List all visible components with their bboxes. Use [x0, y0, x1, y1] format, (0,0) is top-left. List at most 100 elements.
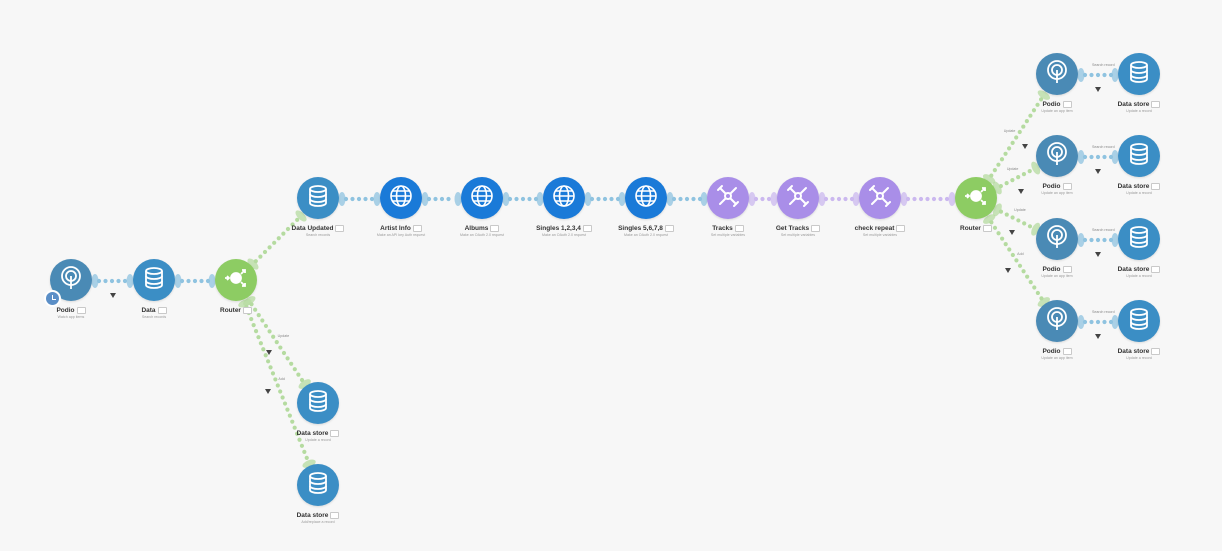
connection-line[interactable] [900, 192, 956, 206]
note-icon[interactable] [896, 225, 906, 232]
connection-line[interactable] [991, 202, 1042, 237]
connection-handle[interactable] [1111, 233, 1119, 247]
connection-line[interactable] [246, 209, 309, 272]
filter-icon[interactable] [1095, 252, 1101, 257]
connection-handle[interactable] [981, 212, 997, 226]
connection-handle[interactable] [618, 192, 626, 206]
filter-label[interactable]: Search record [1092, 63, 1115, 67]
connection-line[interactable] [666, 192, 708, 206]
note-icon[interactable] [1062, 183, 1072, 190]
module-bubble[interactable] [859, 177, 901, 219]
connection-line[interactable] [1077, 150, 1119, 164]
connection-line[interactable] [818, 192, 860, 206]
connection-handle[interactable] [126, 274, 134, 288]
note-icon[interactable] [664, 225, 674, 232]
connection-handle[interactable] [900, 192, 908, 206]
connection-handle[interactable] [666, 192, 674, 206]
filter-label[interactable]: Update [1003, 128, 1016, 133]
filter-icon[interactable] [109, 293, 116, 298]
connection-handle[interactable] [818, 192, 826, 206]
module-bubble[interactable] [707, 177, 749, 219]
filter-label[interactable]: Update [1006, 166, 1019, 171]
connection-handle[interactable] [421, 192, 429, 206]
filter-icon[interactable] [1005, 267, 1012, 273]
connection-line[interactable] [981, 212, 1051, 308]
module-bubble[interactable] [215, 259, 257, 301]
note-icon[interactable] [582, 225, 592, 232]
filter-icon[interactable] [1095, 169, 1101, 174]
module-bubble[interactable] [297, 382, 339, 424]
note-icon[interactable] [490, 225, 500, 232]
connection-handle[interactable] [948, 192, 956, 206]
connection-line[interactable] [991, 160, 1042, 196]
filter-label[interactable]: Search record [1092, 228, 1115, 232]
note-icon[interactable] [242, 307, 252, 314]
module-bubble[interactable] [1118, 135, 1160, 177]
filter-icon[interactable] [1018, 188, 1025, 194]
module-bubble[interactable] [380, 177, 422, 219]
connection-handle[interactable] [454, 192, 462, 206]
note-icon[interactable] [335, 225, 345, 232]
note-icon[interactable] [1151, 266, 1161, 273]
connection-handle[interactable] [770, 192, 778, 206]
connection-handle[interactable] [1036, 295, 1052, 309]
connection-line[interactable] [1077, 233, 1119, 247]
connection-line[interactable] [91, 274, 134, 288]
note-icon[interactable] [1062, 266, 1072, 273]
connection-handle[interactable] [584, 192, 592, 206]
connection-line[interactable] [174, 274, 216, 288]
filter-icon[interactable] [1095, 334, 1101, 339]
connection-handle[interactable] [297, 377, 313, 391]
note-icon[interactable] [982, 225, 992, 232]
note-icon[interactable] [412, 225, 422, 232]
connection-line[interactable] [338, 192, 381, 206]
note-icon[interactable] [1151, 183, 1161, 190]
connection-handle[interactable] [1111, 315, 1119, 329]
connection-handle[interactable] [1077, 233, 1085, 247]
connection-line[interactable] [981, 88, 1051, 185]
connection-handle[interactable] [502, 192, 510, 206]
module-bubble[interactable] [777, 177, 819, 219]
connection-handle[interactable] [981, 172, 997, 186]
module-bubble[interactable] [1118, 218, 1160, 260]
module-bubble[interactable] [1036, 53, 1078, 95]
module-router[interactable]: Router [916, 177, 1036, 233]
filter-icon[interactable] [1021, 144, 1028, 150]
connection-handle[interactable] [1077, 150, 1085, 164]
connection-handle[interactable] [338, 192, 346, 206]
connection-handle[interactable] [991, 180, 1004, 196]
note-icon[interactable] [1151, 348, 1161, 355]
filter-label[interactable]: Search record [1092, 310, 1115, 314]
connection-line[interactable] [584, 192, 626, 206]
clock-icon[interactable] [44, 290, 61, 307]
connection-handle[interactable] [1111, 68, 1119, 82]
module-bubble[interactable] [543, 177, 585, 219]
module-router[interactable]: Router [176, 259, 296, 315]
module-bubble[interactable] [461, 177, 503, 219]
connection-line[interactable] [1077, 68, 1119, 82]
filter-icon[interactable] [1095, 87, 1101, 92]
note-icon[interactable] [330, 512, 340, 519]
note-icon[interactable] [1062, 348, 1072, 355]
filter-label[interactable]: Update [1014, 208, 1026, 213]
note-icon[interactable] [734, 225, 744, 232]
connection-handle[interactable] [1036, 88, 1052, 102]
connection-line[interactable] [502, 192, 544, 206]
module-bubble[interactable] [1036, 218, 1078, 260]
module-bubble[interactable] [625, 177, 667, 219]
module-bubble[interactable] [297, 177, 339, 219]
module-bubble[interactable] [1036, 300, 1078, 342]
connection-line[interactable] [421, 192, 462, 206]
filter-label[interactable]: Search record [1092, 145, 1115, 149]
connection-line[interactable] [748, 192, 778, 206]
